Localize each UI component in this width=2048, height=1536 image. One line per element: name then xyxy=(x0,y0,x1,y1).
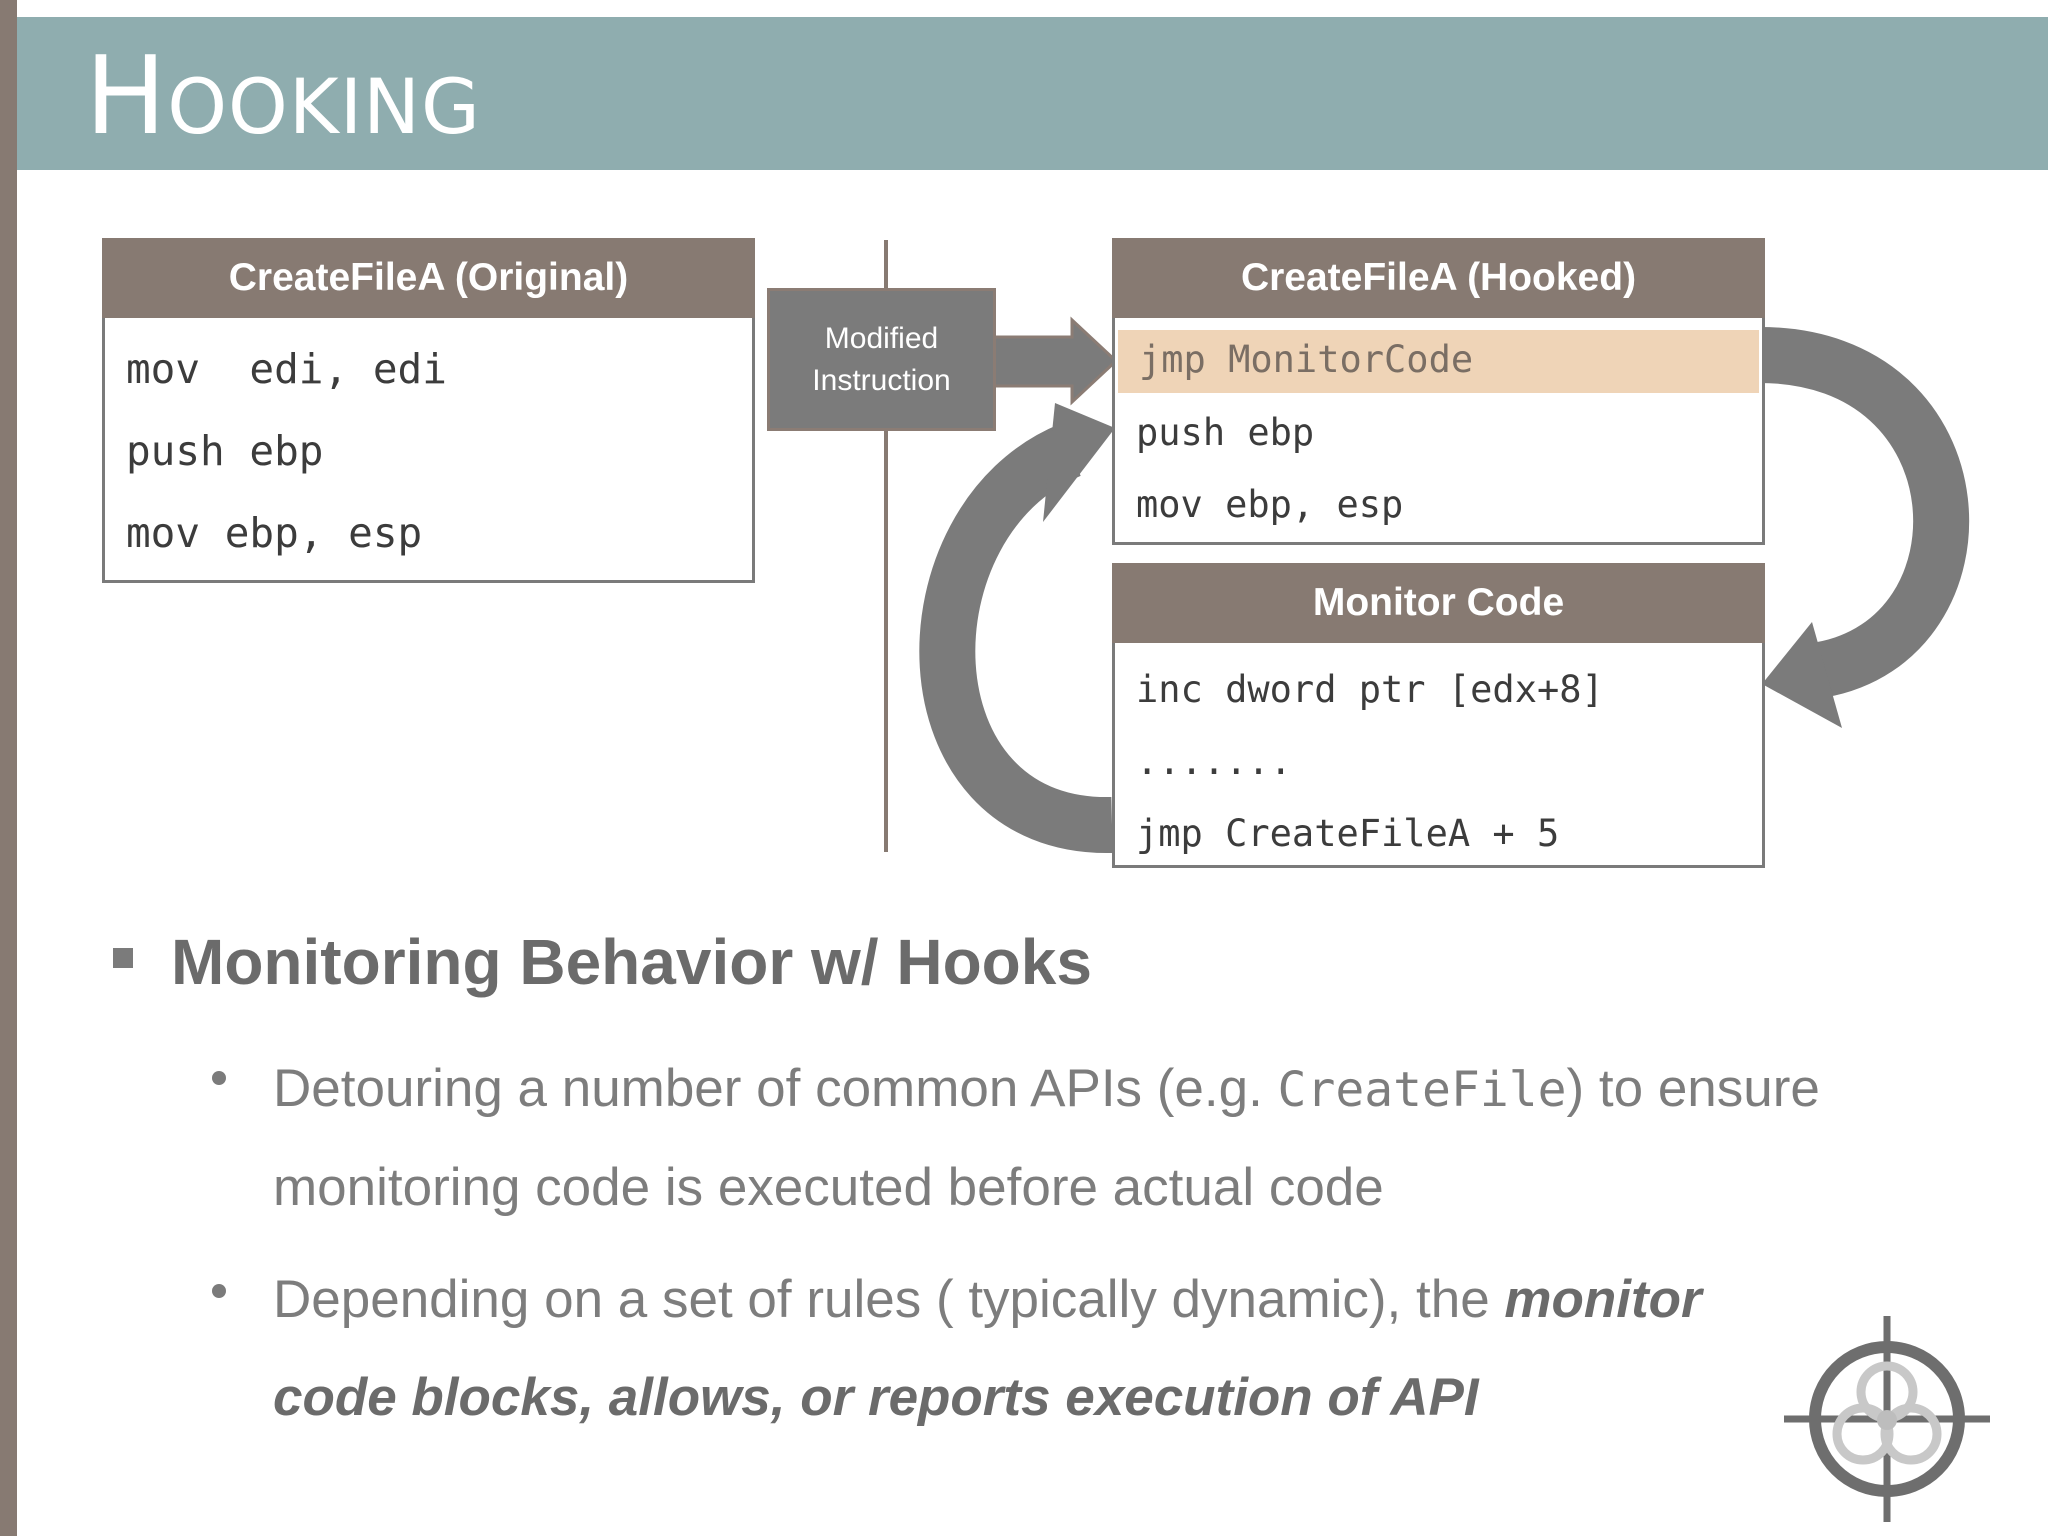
detour-arrow-right xyxy=(1759,327,1970,698)
sub-bullet-2-emphasis: monitor code blocks, allows, or reports … xyxy=(273,1270,1702,1427)
left-rail xyxy=(0,0,17,1536)
modified-arrow xyxy=(992,316,1119,406)
sub-bullet-1: Detouring a number of common APIs (e.g. … xyxy=(273,1040,1833,1237)
monitor-code-box: Monitor Code inc dword ptr [edx+8] .....… xyxy=(1112,563,1765,868)
hooked-line-1: jmp MonitorCode xyxy=(1139,338,1474,381)
biohazard-crosshair-icon xyxy=(1784,1316,1990,1522)
return-arrowhead-left xyxy=(1043,403,1115,522)
original-function-box: CreateFileA (Original) mov edi, edi push… xyxy=(102,238,755,583)
modified-label-line1: Modified xyxy=(824,321,939,355)
sub-bullet-2-text: Depending on a set of rules ( typically … xyxy=(273,1270,1505,1329)
bullet-square-marker xyxy=(113,948,133,968)
detour-arrowhead-right xyxy=(1762,622,1842,728)
monitor-line-2: ....... xyxy=(1136,740,1292,783)
monitor-line-3: jmp CreateFileA + 5 xyxy=(1136,812,1560,855)
hooked-box-header: CreateFileA (Hooked) xyxy=(1112,238,1765,318)
monitor-box-header: Monitor Code xyxy=(1112,563,1765,643)
original-line-3: mov ebp, esp xyxy=(126,509,423,557)
hooked-line-2: push ebp xyxy=(1136,411,1315,454)
slide-title: Hooking xyxy=(85,34,481,159)
modified-label-line2: Instruction xyxy=(812,363,951,397)
hooked-function-box: CreateFileA (Hooked) jmp MonitorCode pus… xyxy=(1112,238,1765,545)
original-line-2: push ebp xyxy=(126,427,324,475)
sub-bullet-2: Depending on a set of rules ( typically … xyxy=(273,1251,1833,1447)
monitor-line-1: inc dword ptr [edx+8] xyxy=(1136,668,1604,711)
hooked-highlight-row xyxy=(1118,330,1759,393)
vertical-divider xyxy=(884,240,888,852)
bullet-dot-marker-2 xyxy=(212,1284,226,1298)
modified-instruction-label: Modified Instruction xyxy=(767,288,996,431)
sub-bullet-1-text-a: Detouring a number of common APIs (e.g. xyxy=(273,1059,1278,1118)
top-strip xyxy=(17,0,2048,17)
sub-bullet-1-code: CreateFile xyxy=(1277,1062,1567,1118)
hooked-line-3: mov ebp, esp xyxy=(1136,483,1404,526)
original-line-1: mov edi, edi xyxy=(126,345,447,393)
main-bullet: Monitoring Behavior w/ Hooks xyxy=(171,926,1092,998)
sub-bullet-1-text-b: ) to ensure monitoring code is executed … xyxy=(273,1059,1820,1217)
original-box-header: CreateFileA (Original) xyxy=(102,238,755,318)
title-bar xyxy=(17,17,2048,170)
return-arrow-left xyxy=(919,424,1113,854)
bullet-dot-marker-1 xyxy=(212,1071,226,1085)
